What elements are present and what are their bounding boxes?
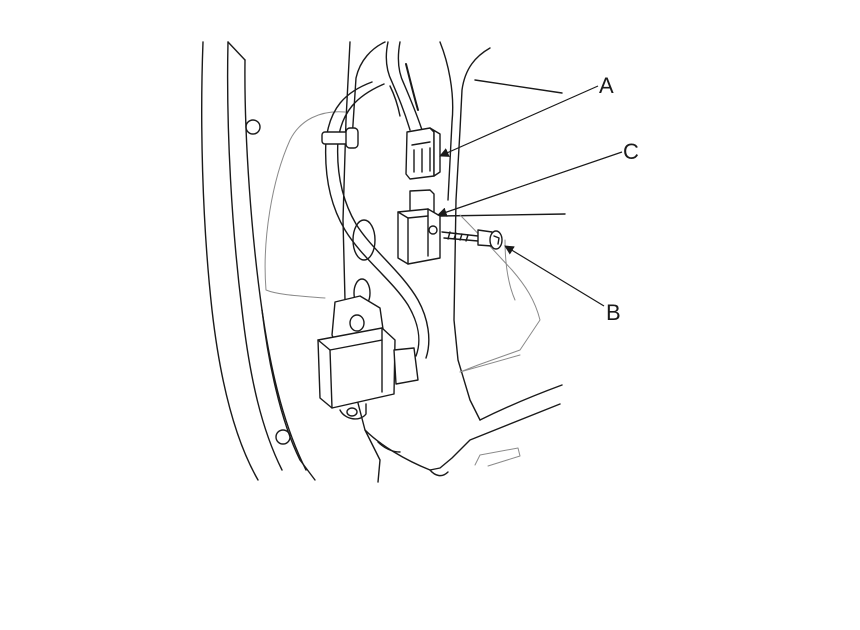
callout-b: B <box>606 300 621 325</box>
background-contours <box>264 111 541 467</box>
leader-a <box>439 85 599 157</box>
body-panel-frame <box>201 41 316 481</box>
callout-c: C <box>623 139 639 164</box>
frame-holes <box>245 119 291 445</box>
callout-a: A <box>599 73 614 98</box>
lower-unit <box>317 295 419 420</box>
harness-clip <box>321 127 359 149</box>
wire-harness <box>324 41 430 359</box>
leader-lines <box>437 85 623 307</box>
leader-c <box>437 151 623 217</box>
leader-b <box>504 245 605 307</box>
sensor-component-c <box>397 189 441 265</box>
connector-a <box>405 127 441 180</box>
bolt-b <box>441 229 503 250</box>
